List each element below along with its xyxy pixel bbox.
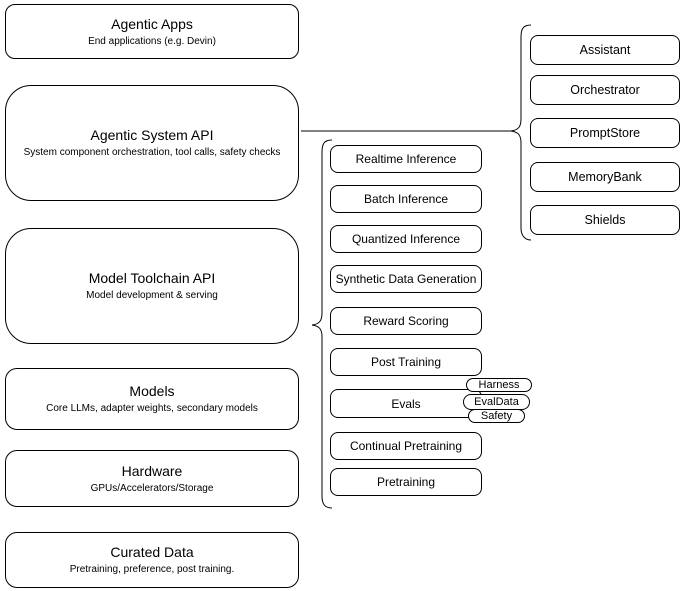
tag-label: Safety bbox=[480, 410, 513, 422]
node-title: Agentic Apps bbox=[111, 15, 193, 32]
node-models: Models Core LLMs, adapter weights, secon… bbox=[5, 368, 299, 430]
node-label: Realtime Inference bbox=[355, 152, 457, 166]
node-label: Quantized Inference bbox=[351, 232, 461, 246]
node-label: Batch Inference bbox=[363, 192, 449, 206]
node-title: Model Toolchain API bbox=[88, 270, 216, 286]
tag-evaldata: EvalData bbox=[463, 394, 530, 410]
node-realtime-inference: Realtime Inference bbox=[330, 145, 482, 173]
node-label: Synthetic Data Generation bbox=[335, 272, 477, 286]
node-subtitle: Pretraining, preference, post training. bbox=[69, 564, 235, 575]
node-label: Pretraining bbox=[376, 475, 436, 489]
node-subtitle: GPUs/Accelerators/Storage bbox=[90, 482, 214, 494]
node-evals: Evals bbox=[330, 389, 482, 418]
node-orchestrator: Orchestrator bbox=[530, 75, 680, 105]
node-agentic-system-api: Agentic System API System component orch… bbox=[5, 85, 299, 201]
node-hardware: Hardware GPUs/Accelerators/Storage bbox=[5, 450, 299, 507]
node-memorybank: MemoryBank bbox=[530, 162, 680, 192]
node-continual-pretraining: Continual Pretraining bbox=[330, 432, 482, 460]
node-label: Reward Scoring bbox=[363, 314, 449, 328]
brace-toolchain-items bbox=[311, 139, 333, 509]
node-label: PromptStore bbox=[569, 126, 641, 140]
node-label: Evals bbox=[391, 396, 421, 411]
node-title: Agentic System API bbox=[90, 127, 214, 143]
node-quantized-inference: Quantized Inference bbox=[330, 225, 482, 253]
node-title: Curated Data bbox=[110, 544, 194, 560]
node-reward-scoring: Reward Scoring bbox=[330, 307, 482, 335]
node-label: Shields bbox=[584, 213, 626, 227]
node-label: Continual Pretraining bbox=[349, 439, 463, 453]
node-pretraining: Pretraining bbox=[330, 468, 482, 496]
node-title: Models bbox=[129, 383, 175, 399]
node-promptstore: PromptStore bbox=[530, 118, 680, 148]
node-label: Post Training bbox=[370, 355, 442, 369]
tag-label: EvalData bbox=[474, 396, 519, 408]
node-synthetic-data-generation: Synthetic Data Generation bbox=[330, 265, 482, 293]
node-subtitle: Core LLMs, adapter weights, secondary mo… bbox=[46, 403, 258, 414]
node-subtitle: Model development & serving bbox=[86, 290, 218, 301]
node-batch-inference: Batch Inference bbox=[330, 185, 482, 213]
node-title: Hardware bbox=[121, 462, 183, 479]
node-subtitle: System component orchestration, tool cal… bbox=[23, 147, 281, 158]
node-label: Orchestrator bbox=[570, 83, 640, 97]
brace-system-components bbox=[510, 24, 532, 241]
node-subtitle: End applications (e.g. Devin) bbox=[88, 35, 216, 47]
node-assistant: Assistant bbox=[530, 35, 680, 65]
node-label: MemoryBank bbox=[568, 170, 642, 184]
node-model-toolchain-api: Model Toolchain API Model development & … bbox=[5, 228, 299, 344]
tag-label: Harness bbox=[478, 379, 520, 391]
node-agentic-apps: Agentic Apps End applications (e.g. Devi… bbox=[5, 4, 299, 59]
tag-harness: Harness bbox=[466, 378, 532, 392]
tag-safety: Safety bbox=[468, 409, 525, 423]
node-post-training: Post Training bbox=[330, 348, 482, 376]
node-curated-data: Curated Data Pretraining, preference, po… bbox=[5, 532, 299, 588]
node-label: Assistant bbox=[579, 43, 631, 57]
node-shields: Shields bbox=[530, 205, 680, 235]
